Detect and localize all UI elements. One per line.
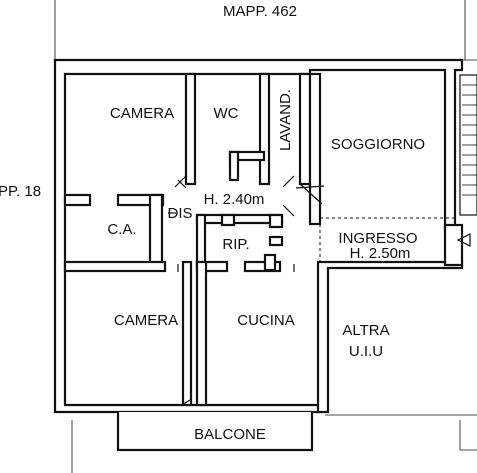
room-label-rip: RIP. bbox=[222, 236, 249, 253]
outer-walls bbox=[53, 58, 464, 414]
room-label-soggiorno: SOGGIORNO bbox=[331, 136, 425, 153]
parcel-label-top: MAPP. 462 bbox=[223, 3, 297, 20]
room-label-camera-bottom: CAMERA bbox=[114, 312, 178, 329]
door-symbols bbox=[168, 175, 325, 406]
room-label-uiu: U.I.U bbox=[349, 343, 383, 360]
room-label-altra: ALTRA bbox=[342, 322, 389, 339]
context-lines bbox=[54, 0, 477, 473]
room-label-wc: WC bbox=[214, 105, 239, 122]
height-label-main: H. 2.40m bbox=[204, 191, 265, 208]
entrance-arrow-icon bbox=[456, 233, 471, 247]
room-label-cucina: CUCINA bbox=[237, 312, 295, 329]
interior-walls bbox=[63, 72, 322, 407]
balcony bbox=[116, 412, 314, 452]
room-label-ca: C.A. bbox=[107, 221, 136, 238]
room-label-lavanderia: LAVAND. bbox=[277, 89, 294, 151]
parcel-label-left: PP. 18 bbox=[0, 183, 41, 200]
room-label-ingresso: INGRESSO bbox=[338, 230, 417, 247]
staircase bbox=[459, 74, 477, 216]
room-label-balcone: BALCONE bbox=[194, 426, 266, 443]
room-label-camera-top: CAMERA bbox=[110, 105, 174, 122]
room-label-dis: DIS bbox=[167, 205, 192, 222]
height-label-ingresso: H. 2.50m bbox=[350, 245, 411, 262]
ingresso-boundary bbox=[319, 217, 455, 262]
